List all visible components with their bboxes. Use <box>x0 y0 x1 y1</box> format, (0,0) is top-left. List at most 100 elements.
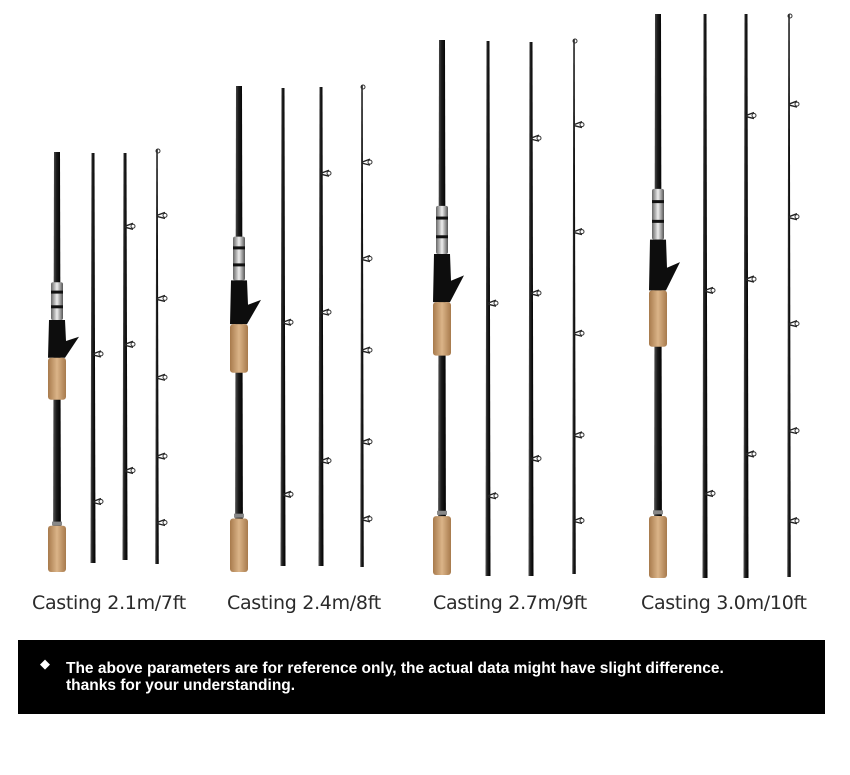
rod-1-tip-section-line-guide-icon <box>162 295 168 301</box>
rod-1-section-3-line-guide-icon <box>130 341 136 347</box>
rod-2-tip-section-line-guide-icon <box>361 346 371 354</box>
rod-1-tip-section-line-guide-icon <box>162 520 168 525</box>
rod-2-section-3-line-guide-icon <box>320 308 330 316</box>
rod-1-tip-section-line-guide-icon <box>162 212 168 218</box>
rod-1-tip-section-line-guide-icon <box>156 452 166 460</box>
rod-4-tip-section-line-guide-icon <box>794 428 800 434</box>
rod-3-grip-ring <box>437 510 447 515</box>
rod-3-rear-grip-cork <box>433 516 451 575</box>
rod-2-grip-ring <box>234 513 244 518</box>
rod-2-section-2-blank <box>280 88 286 566</box>
rod-1-section-2-line-guide-icon <box>92 497 102 506</box>
rod-3-section-3-line-guide-icon <box>530 134 540 142</box>
rod-3-tip-section-line-guide-icon <box>573 120 583 129</box>
rod-2-section-2-line-guide-icon <box>282 318 292 326</box>
rod-4-reel-seat-icon <box>652 188 664 240</box>
rod-1-section-3-blank <box>122 153 128 560</box>
rod-4-seat-ring <box>652 200 664 204</box>
notice-banner: ◆ The above parameters are for reference… <box>18 640 825 714</box>
rod-1-tip-section-line-guide-icon <box>156 211 166 220</box>
rod-3-tip-section-line-guide-icon <box>573 431 583 439</box>
product-label-1: Casting 2.1m/7ft <box>32 592 186 614</box>
rod-3-section-3-line-guide-icon <box>536 456 542 462</box>
rod-1-grip-ring <box>52 521 62 526</box>
rod-3-trigger-grip-icon <box>433 254 464 303</box>
rod-3-seat-ring <box>436 216 448 220</box>
rod-4-tip-section-line-guide-icon <box>794 518 800 524</box>
rod-2-section-3-blank <box>318 87 324 566</box>
rod-2-section-2-line-guide-icon <box>282 490 292 498</box>
rod-4-tip-section-line-guide-icon <box>788 319 798 328</box>
rod-1-section-3-line-guide-icon <box>124 222 134 230</box>
rod-2-section-3-line-guide-icon <box>326 458 332 464</box>
rod-3-tip-section-line-guide-icon <box>573 516 583 525</box>
rod-2-tip-section-line-guide-icon <box>367 256 373 262</box>
rod-2-reel-seat-icon <box>233 236 245 281</box>
rod-4-section-3-line-guide-icon <box>751 451 757 457</box>
rod-2-fore-grip-cork <box>230 324 248 373</box>
fishing-rods-illustration <box>48 13 800 578</box>
rod-2-section-2-line-guide-icon <box>288 319 294 325</box>
rod-4-tip-section-line-guide-icon <box>788 426 798 435</box>
rod-2-section-3-line-guide-icon <box>320 456 330 465</box>
rod-4-section-3-blank <box>743 14 749 578</box>
rod-1-tip-section-line-guide-icon <box>156 518 166 527</box>
rod-2-seat-ring <box>233 246 245 250</box>
rod-1-section-3-line-guide-icon <box>124 340 134 348</box>
rod-1-section-2-line-guide-icon <box>98 351 104 357</box>
rod-1-tip-section-line-guide-icon <box>162 374 168 380</box>
rod-3-tip-section-line-guide-icon <box>579 330 585 336</box>
rod-2-section-3-line-guide-icon <box>320 169 330 177</box>
product-label-4: Casting 3.0m/10ft <box>641 592 807 614</box>
notice-line-1: The above parameters are for reference o… <box>66 660 724 677</box>
rod-1-tip-section-blank <box>155 149 159 564</box>
notice-line-2: thanks for your understanding. <box>66 677 296 694</box>
rod-2-rear-grip-cork <box>230 518 248 572</box>
rod-2-tip-section-line-guide-icon <box>367 439 373 445</box>
rod-2-tip-section-line-guide-icon <box>367 347 373 353</box>
rod-1-fore-grip-cork <box>48 357 66 400</box>
rod-4-tip-section-blank <box>787 14 791 577</box>
rod-1-reel-seat-icon <box>51 282 63 320</box>
rod-4-section-3-line-guide-icon <box>745 450 755 458</box>
rod-4-section-2-blank <box>702 14 708 578</box>
rod-4-section-3-line-guide-icon <box>751 113 757 119</box>
rod-3-section-3-line-guide-icon <box>536 290 542 296</box>
product-label-3: Casting 2.7m/9ft <box>433 592 587 614</box>
rod-4-tip-section-line-guide-icon <box>794 214 800 220</box>
rod-1-tip-section-line-guide-icon <box>156 294 166 303</box>
rod-4-rear-grip-cork <box>649 515 667 578</box>
rod-3-tip-section-line-guide-icon <box>579 122 585 128</box>
rod-4-trigger-grip-icon <box>649 239 680 291</box>
rod-1-section-3-line-guide-icon <box>124 466 134 475</box>
rod-1-tip-section-line-guide-icon <box>156 373 166 381</box>
rod-3-section-2-line-guide-icon <box>487 299 497 307</box>
rod-2-tip-section-tip-guide-icon <box>360 84 366 90</box>
rod-4-section-2-line-guide-icon <box>710 490 716 496</box>
rod-2-section-3-line-guide-icon <box>326 170 332 176</box>
rod-3-tip-section-line-guide-icon <box>573 329 583 337</box>
rod-2-tip-section-line-guide-icon <box>367 516 373 522</box>
rod-1-tip-section-line-guide-icon <box>162 453 168 459</box>
rod-4-section-3-line-guide-icon <box>745 275 755 283</box>
rod-2-tip-section-line-guide-icon <box>361 158 371 166</box>
rod-1-seat-ring <box>51 305 63 309</box>
rod-2-tip-section-line-guide-icon <box>361 438 371 446</box>
rod-1-section-2-line-guide-icon <box>92 350 102 358</box>
rod-1-section-3-line-guide-icon <box>130 467 136 473</box>
rod-2-section-2-line-guide-icon <box>288 491 294 497</box>
rod-3-section-3-line-guide-icon <box>530 454 540 463</box>
rod-4-seat-ring <box>652 219 664 223</box>
rod-1-tip-section-tip-guide-icon <box>155 148 161 154</box>
rod-3-section-2-line-guide-icon <box>493 300 499 306</box>
rod-3-section-3-line-guide-icon <box>536 135 542 141</box>
notice-text: The above parameters are for reference o… <box>66 660 816 694</box>
rod-3-reel-seat-icon <box>436 205 448 254</box>
rod-4-tip-section-line-guide-icon <box>788 517 798 525</box>
rod-4-fore-grip-cork <box>649 290 667 347</box>
rod-1-rear-grip-cork <box>48 525 66 572</box>
rod-3-tip-section-line-guide-icon <box>579 432 585 438</box>
rod-3-tip-section-blank <box>572 39 576 574</box>
rod-3-tip-section-line-guide-icon <box>579 229 585 235</box>
rod-2-tip-section-line-guide-icon <box>367 159 373 165</box>
